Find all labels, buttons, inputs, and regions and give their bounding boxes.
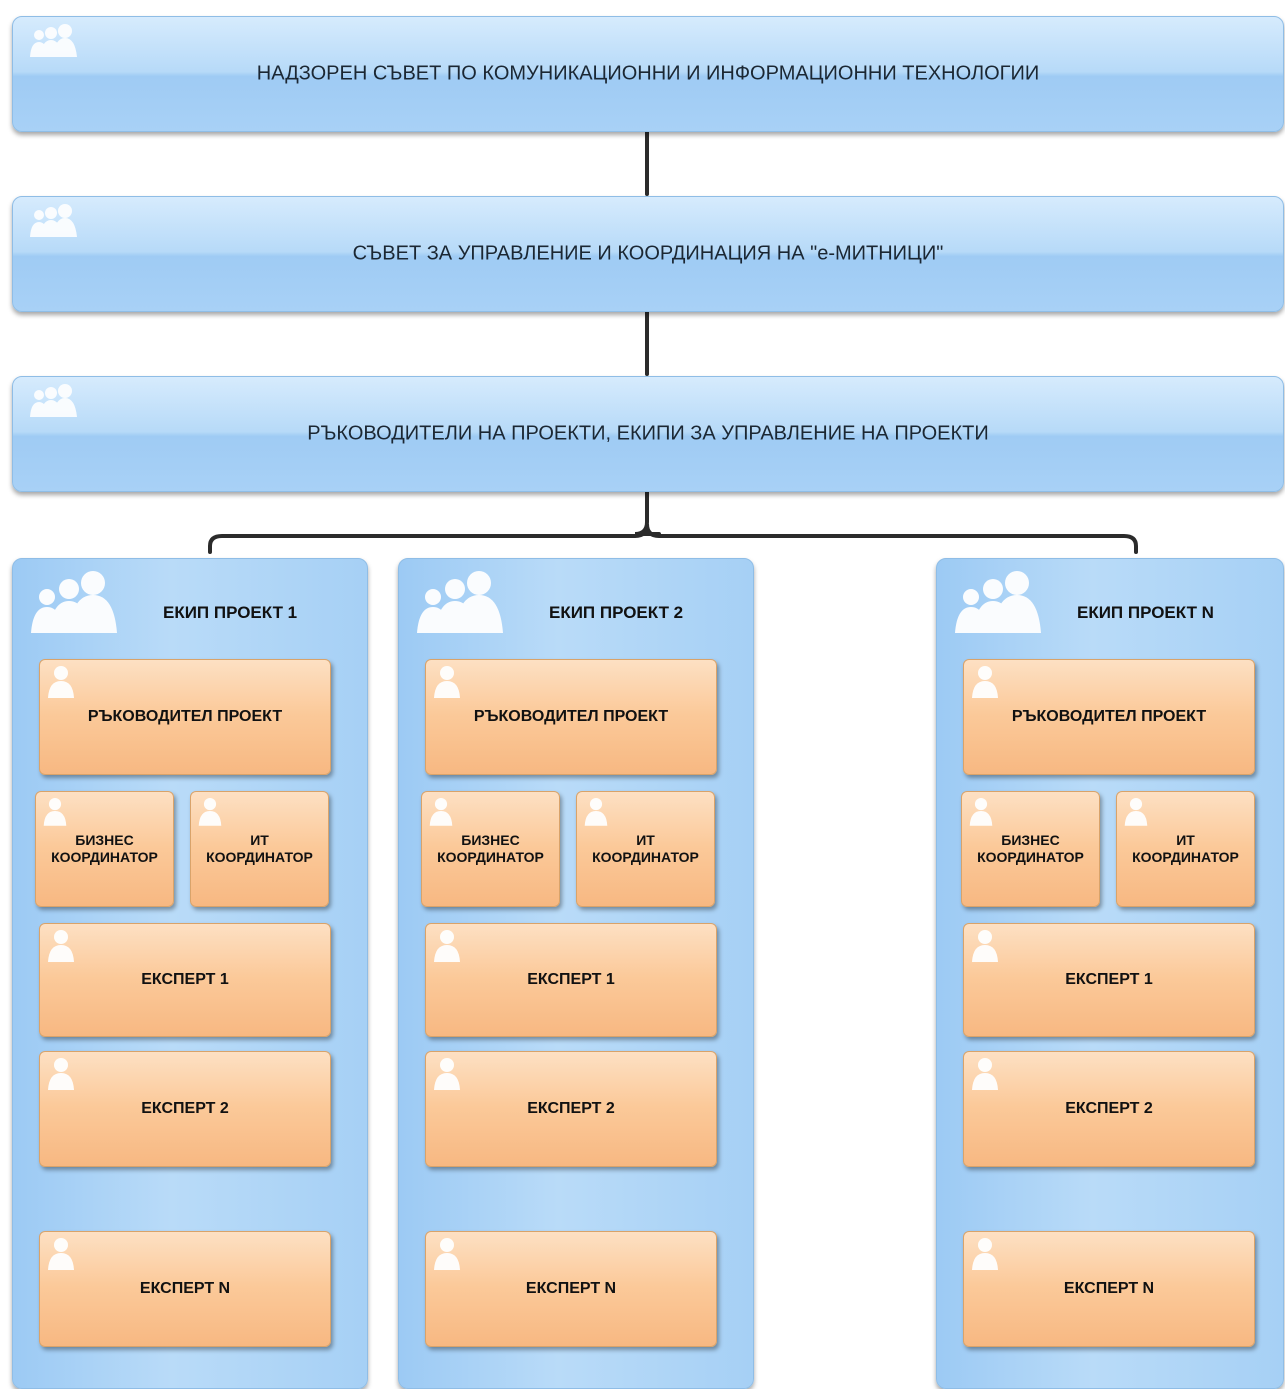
expert-n-card: ЕКСПЕРТ N [425,1231,717,1347]
person-icon [434,930,460,962]
card-label: ЕКСПЕРТ N [1063,1280,1155,1297]
card-label: ИТ КООРДИНАТОР [191,832,328,866]
person-icon [434,1238,460,1270]
card-label: ЕКСПЕРТ N [525,1280,617,1297]
person-icon [969,798,993,826]
card-label-line: КООРДИНАТОР [437,849,544,865]
card-label-line: БИЗНЕС [75,832,134,848]
card-label: ЕКСПЕРТ 1 [141,971,229,988]
person-icon [1124,798,1148,826]
card-label-line: КООРДИНАТОР [206,849,313,865]
team-column-1: ЕКИП ПРОЕКТ 1 РЪКОВОДИТЕЛ ПРОЕКТ БИЗНЕС … [12,558,368,1389]
project-manager-card: РЪКОВОДИТЕЛ ПРОЕКТ [39,659,331,775]
person-icon [972,930,998,962]
card-label-line: ИТ [1176,832,1195,848]
card-label: ЕКСПЕРТ N [139,1280,231,1297]
person-icon [972,1238,998,1270]
expert-n-card: ЕКСПЕРТ N [39,1231,331,1347]
person-icon [48,1238,74,1270]
card-label-line: КООРДИНАТОР [977,849,1084,865]
card-label: РЪКОВОДИТЕЛ ПРОЕКТ [473,708,669,725]
expert-1-card: ЕКСПЕРТ 1 [963,923,1255,1037]
expert-2-card: ЕКСПЕРТ 2 [425,1051,717,1167]
level-title: НАДЗОРЕН СЪВЕТ ПО КОМУНИКАЦИОННИ И ИНФОР… [256,62,1040,85]
card-label: ЕКСПЕРТ 2 [1065,1100,1153,1117]
person-icon [434,666,460,698]
people-group-icon [30,204,77,237]
person-icon [584,798,608,826]
person-icon [198,798,222,826]
level-box-project-managers: РЪКОВОДИТЕЛИ НА ПРОЕКТИ, ЕКИПИ ЗА УПРАВЛ… [12,376,1284,492]
card-label-line: КООРДИНАТОР [1132,849,1239,865]
level-title: СЪВЕТ ЗА УПРАВЛЕНИЕ И КООРДИНАЦИЯ НА "е-… [352,242,944,265]
card-label: ИТ КООРДИНАТОР [1117,832,1254,866]
card-label: БИЗНЕС КООРДИНАТОР [962,832,1099,866]
level-box-supervisory-council: НАДЗОРЕН СЪВЕТ ПО КОМУНИКАЦИОННИ И ИНФОР… [12,16,1284,132]
expert-n-card: ЕКСПЕРТ N [963,1231,1255,1347]
person-icon [48,1058,74,1090]
project-manager-card: РЪКОВОДИТЕЛ ПРОЕКТ [425,659,717,775]
person-icon [429,798,453,826]
expert-1-card: ЕКСПЕРТ 1 [39,923,331,1037]
people-group-icon [30,384,77,417]
card-label: ЕКСПЕРТ 1 [527,971,615,988]
level-box-management-council: СЪВЕТ ЗА УПРАВЛЕНИЕ И КООРДИНАЦИЯ НА "е-… [12,196,1284,312]
card-label-line: КООРДИНАТОР [592,849,699,865]
person-icon [434,1058,460,1090]
card-label-line: БИЗНЕС [461,832,520,848]
person-icon [43,798,67,826]
card-label: РЪКОВОДИТЕЛ ПРОЕКТ [1011,708,1207,725]
team-title: ЕКИП ПРОЕКТ 2 [549,603,684,622]
people-group-icon [30,24,77,57]
card-label: ЕКСПЕРТ 1 [1065,971,1153,988]
expert-2-card: ЕКСПЕРТ 2 [963,1051,1255,1167]
it-coordinator-card: ИТ КООРДИНАТОР [1116,791,1255,907]
card-label: ЕКСПЕРТ 2 [527,1100,615,1117]
card-label-line: ИТ [250,832,269,848]
business-coordinator-card: БИЗНЕС КООРДИНАТОР [35,791,174,907]
person-icon [972,1058,998,1090]
team-column-2: ЕКИП ПРОЕКТ 2 РЪКОВОДИТЕЛ ПРОЕКТ БИЗНЕС … [398,558,754,1389]
card-label: ЕКСПЕРТ 2 [141,1100,229,1117]
card-label-line: БИЗНЕС [1001,832,1060,848]
card-label-line: ИТ [636,832,655,848]
business-coordinator-card: БИЗНЕС КООРДИНАТОР [961,791,1100,907]
expert-1-card: ЕКСПЕРТ 1 [425,923,717,1037]
person-icon [48,666,74,698]
expert-2-card: ЕКСПЕРТ 2 [39,1051,331,1167]
it-coordinator-card: ИТ КООРДИНАТОР [190,791,329,907]
connector-level3-teams [208,488,1138,554]
team-title: ЕКИП ПРОЕКТ N [1077,603,1214,622]
card-label: БИЗНЕС КООРДИНАТОР [36,832,173,866]
team-column-n: ЕКИП ПРОЕКТ N РЪКОВОДИТЕЛ ПРОЕКТ БИЗНЕС … [936,558,1284,1389]
person-icon [48,930,74,962]
business-coordinator-card: БИЗНЕС КООРДИНАТОР [421,791,560,907]
card-label-line: КООРДИНАТОР [51,849,158,865]
people-group-icon [417,571,503,633]
it-coordinator-card: ИТ КООРДИНАТОР [576,791,715,907]
people-group-icon [955,571,1041,633]
team-title: ЕКИП ПРОЕКТ 1 [163,603,298,622]
project-manager-card: РЪКОВОДИТЕЛ ПРОЕКТ [963,659,1255,775]
card-label: РЪКОВОДИТЕЛ ПРОЕКТ [87,708,283,725]
level-title: РЪКОВОДИТЕЛИ НА ПРОЕКТИ, ЕКИПИ ЗА УПРАВЛ… [307,422,989,445]
people-group-icon [31,571,117,633]
card-label: БИЗНЕС КООРДИНАТОР [422,832,559,866]
person-icon [972,666,998,698]
card-label: ИТ КООРДИНАТОР [577,832,714,866]
